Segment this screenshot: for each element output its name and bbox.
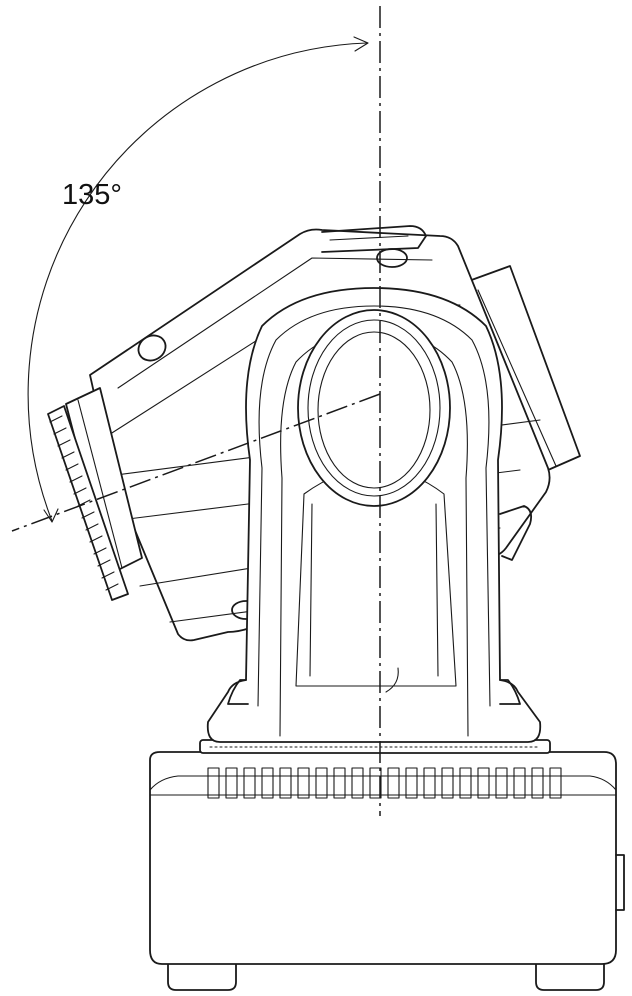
base-side-connector xyxy=(615,854,625,911)
base-housing xyxy=(149,751,617,965)
yoke-foot-right xyxy=(499,679,521,705)
head-screw-hole-left xyxy=(137,334,167,362)
tilt-angle-arc xyxy=(27,42,368,522)
base-foot-left xyxy=(167,961,237,991)
base-vent-grille xyxy=(207,767,562,799)
yoke-arm-outer xyxy=(206,287,542,743)
head-side-bracket xyxy=(499,505,533,561)
base-foot-right xyxy=(535,961,605,991)
tilt-hub-inner xyxy=(317,331,431,489)
yoke-arm-inner xyxy=(257,305,491,707)
lens-assembly xyxy=(47,387,143,601)
head-screw-hole-top xyxy=(376,248,408,268)
yoke-arm xyxy=(206,287,542,743)
arc-arrowhead-bottom xyxy=(43,508,59,523)
tilt-angle-label: 135° xyxy=(62,179,122,211)
base-unit xyxy=(149,739,625,991)
arc-arrowhead-top xyxy=(353,36,369,52)
head-top-handle xyxy=(321,225,427,253)
tilt-hub-outer xyxy=(297,309,451,507)
tilt-reference: 135° xyxy=(11,6,381,816)
yoke-foot-left xyxy=(227,679,249,705)
tilted-beam-axis xyxy=(11,393,381,532)
